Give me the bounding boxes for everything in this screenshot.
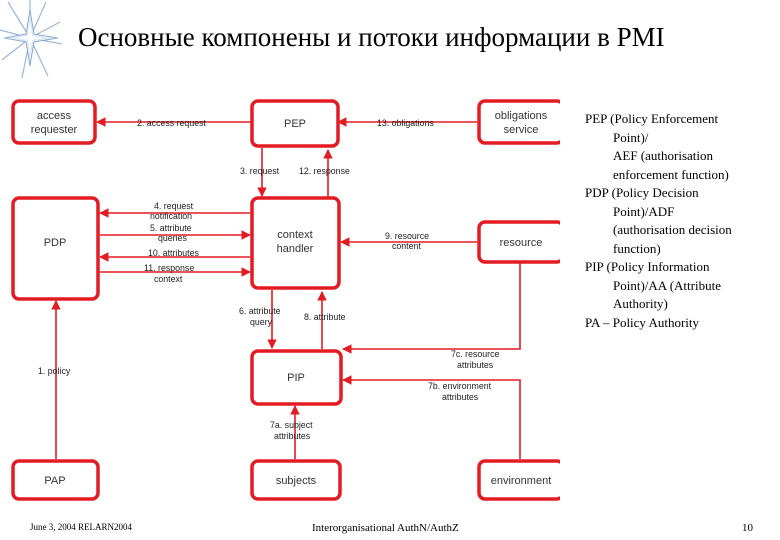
flow-label-attributes: 10. attributes xyxy=(148,248,199,258)
pip-label: PIP xyxy=(287,372,305,384)
definition-pdp: PDP (Policy Decision Point)/ADF (authori… xyxy=(585,185,732,256)
pap-label: PAP xyxy=(44,475,65,487)
definition-pa: PA – Policy Authority xyxy=(585,314,700,330)
subjects-box: subjects xyxy=(250,459,342,501)
footer-date-event: June 3, 2004 RELARN2004 xyxy=(30,522,132,532)
pep-box: PEP xyxy=(250,99,340,148)
starburst-logo-icon xyxy=(0,0,62,79)
definitions-list: PEP (Policy Enforcement Point)/ AEF (aut… xyxy=(585,110,775,332)
resource-box: resource xyxy=(477,220,560,264)
page-number: 10 xyxy=(742,522,753,534)
subjects-label: subjects xyxy=(276,475,317,487)
pap-box: PAP xyxy=(11,459,100,501)
pep-label: PEP xyxy=(284,118,306,130)
flow-line-resource-attributes xyxy=(342,262,521,354)
flow-label-request: 3. request xyxy=(240,166,280,176)
definition-pip: PIP (Policy Information Point)/AA (Attri… xyxy=(585,259,721,311)
flow-line-environment-attributes xyxy=(342,375,521,459)
pdp-box: PDP xyxy=(11,196,100,301)
pdp-label: PDP xyxy=(44,237,67,249)
definition-pep: PEP (Policy Enforcement Point)/ AEF (aut… xyxy=(585,111,729,182)
flow-label-response: 12. response xyxy=(299,166,350,176)
environment-box: environment xyxy=(477,459,560,501)
flow-label-access-request: 2. access request xyxy=(137,118,207,128)
flow-label-obligations: 13. obligations xyxy=(377,118,434,128)
footer-presentation-title: Interorganisational AuthN/AuthZ xyxy=(312,522,459,534)
flow-lines xyxy=(51,117,521,459)
resource-label: resource xyxy=(500,237,543,249)
environment-label: environment xyxy=(491,475,552,487)
flow-label-policy: 1. policy xyxy=(38,366,71,376)
flow-label-attribute: 8. attribute xyxy=(304,312,346,322)
slide-title: Основные компонены и потоки информации в… xyxy=(78,22,665,52)
pip-box: PIP xyxy=(250,349,343,406)
